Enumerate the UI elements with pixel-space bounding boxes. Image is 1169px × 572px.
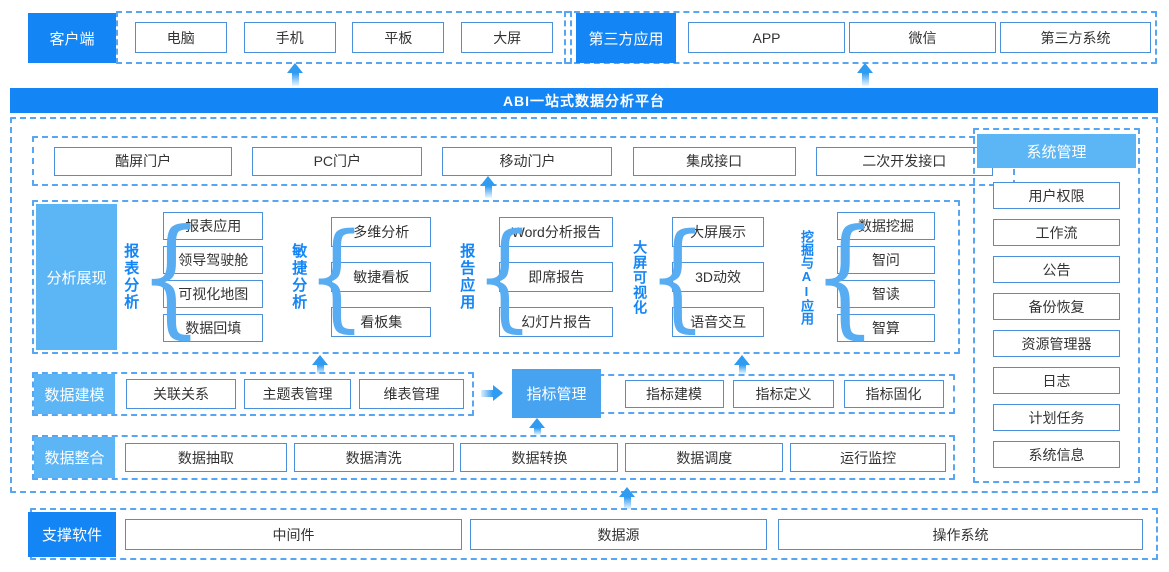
analysis-box: 报表应用	[163, 212, 264, 240]
third-party-label: 第三方应用	[576, 13, 676, 63]
portal-box-mobile: 移动门户	[442, 146, 613, 176]
support-box-datasource: 数据源	[470, 519, 767, 550]
up-arrow-icon	[734, 355, 750, 374]
indicator-section: 指标建模 指标定义 指标固化	[518, 374, 955, 414]
analysis-section: 分析展现 报表分析 { 报表应用 领导驾驶舱 可视化地图 数据回填 敏捷分析 {…	[32, 200, 960, 354]
system-box: 用户权限	[993, 182, 1120, 209]
analysis-box: 数据挖掘	[836, 212, 935, 240]
analysis-label: 分析展现	[36, 204, 117, 350]
modeling-label: 数据建模	[34, 374, 115, 414]
group-name: 大屏可视化	[632, 239, 649, 315]
portal-box-coolscreen: 酷屏门户	[54, 146, 233, 176]
analysis-group-report-app: 报告应用 { Word分析报告 即席报告 幻灯片报告	[458, 209, 614, 344]
analysis-box: 智算	[836, 314, 935, 342]
analysis-box: 语音交互	[672, 307, 765, 337]
up-arrow-icon	[857, 63, 873, 86]
analysis-group-report: 报表分析 { 报表应用 领导驾驶舱 可视化地图 数据回填	[122, 201, 264, 351]
analysis-box: Word分析报告	[499, 217, 614, 247]
analysis-box: 领导驾驶舱	[163, 246, 264, 274]
platform-title: ABI一站式数据分析平台	[10, 88, 1158, 113]
client-box-tablet: 平板	[352, 22, 445, 53]
brace-icon: {	[475, 201, 534, 352]
up-arrow-icon	[287, 63, 303, 86]
group-name: 报表分析	[122, 243, 140, 311]
modeling-box: 主题表管理	[244, 379, 351, 409]
analysis-box: 3D动效	[672, 262, 765, 292]
system-box: 系统信息	[993, 441, 1120, 468]
system-box: 备份恢复	[993, 293, 1120, 320]
analysis-box: 可视化地图	[163, 280, 264, 308]
analysis-box: 数据回填	[163, 314, 264, 342]
analysis-box: 大屏展示	[672, 217, 765, 247]
analysis-box: 智问	[836, 246, 935, 274]
client-group: 电脑 手机 平板 大屏	[116, 11, 572, 64]
analysis-box: 智读	[836, 280, 935, 308]
support-label: 支撑软件	[28, 512, 116, 557]
group-name: 敏捷分析	[290, 243, 308, 311]
client-box-phone: 手机	[243, 22, 336, 53]
integration-box: 数据调度	[625, 443, 784, 472]
group-name: 报告应用	[458, 243, 476, 311]
up-arrow-icon	[480, 176, 496, 198]
system-label: 系统管理	[977, 134, 1136, 168]
modeling-section: 关联关系 主题表管理 维表管理	[32, 372, 474, 416]
client-box-pc: 电脑	[134, 22, 227, 53]
up-arrow-icon	[312, 355, 328, 374]
support-box-middleware: 中间件	[125, 519, 462, 550]
third-party-box-app: APP	[688, 22, 845, 53]
analysis-box: 多维分析	[331, 217, 432, 247]
system-box: 日志	[993, 367, 1120, 394]
integration-box: 运行监控	[790, 443, 947, 472]
analysis-group-agile: 敏捷分析 { 多维分析 敏捷看板 看板集	[290, 209, 432, 344]
analysis-group-bigscreen: 大屏可视化 { 大屏展示 3D动效 语音交互	[632, 209, 765, 344]
portal-box-secondary-dev: 二次开发接口	[815, 146, 993, 176]
portal-box-pc: PC门户	[252, 146, 423, 176]
brace-icon: {	[648, 201, 707, 352]
platform-container	[10, 117, 1158, 493]
client-label: 客户端	[28, 13, 116, 63]
analysis-box: 幻灯片报告	[499, 307, 614, 337]
integration-box: 数据转换	[460, 443, 619, 472]
analysis-box: 即席报告	[499, 262, 614, 292]
client-box-bigscreen: 大屏	[461, 22, 554, 53]
up-arrow-icon	[529, 418, 545, 435]
integration-box: 数据抽取	[124, 443, 287, 472]
support-box-os: 操作系统	[778, 519, 1143, 550]
brace-icon: {	[812, 201, 877, 352]
right-arrow-icon	[481, 385, 503, 401]
system-box: 公告	[993, 256, 1120, 283]
brace-icon: {	[139, 201, 203, 352]
portal-group: 酷屏门户 PC门户 移动门户 集成接口 二次开发接口	[32, 136, 1015, 186]
analysis-group-ai: 挖掘与AI应用 { 数据挖掘 智问 智读 智算	[798, 201, 935, 351]
indicator-box: 指标建模	[624, 380, 724, 408]
integration-box: 数据清洗	[293, 443, 454, 472]
integration-label: 数据整合	[34, 437, 115, 478]
modeling-box: 维表管理	[359, 379, 464, 409]
indicator-box: 指标固化	[843, 380, 944, 408]
system-section: 系统管理 用户权限 工作流 公告 备份恢复 资源管理器 日志 计划任务 系统信息	[973, 128, 1140, 483]
indicator-management-label: 指标管理	[512, 369, 601, 418]
third-party-box-system: 第三方系统	[1000, 22, 1151, 53]
portal-box-integration: 集成接口	[632, 146, 796, 176]
integration-section: 数据抽取 数据清洗 数据转换 数据调度 运行监控	[32, 435, 955, 480]
system-box: 计划任务	[993, 404, 1120, 431]
analysis-box: 敏捷看板	[331, 262, 432, 292]
brace-icon: {	[307, 201, 366, 352]
third-party-box-wechat: 微信	[849, 22, 996, 53]
indicator-box: 指标定义	[733, 380, 834, 408]
group-name: 挖掘与AI应用	[798, 229, 814, 325]
modeling-box: 关联关系	[126, 379, 236, 409]
analysis-box: 看板集	[331, 307, 432, 337]
system-box: 资源管理器	[993, 330, 1120, 357]
up-arrow-icon	[619, 487, 635, 509]
system-box: 工作流	[993, 219, 1120, 246]
